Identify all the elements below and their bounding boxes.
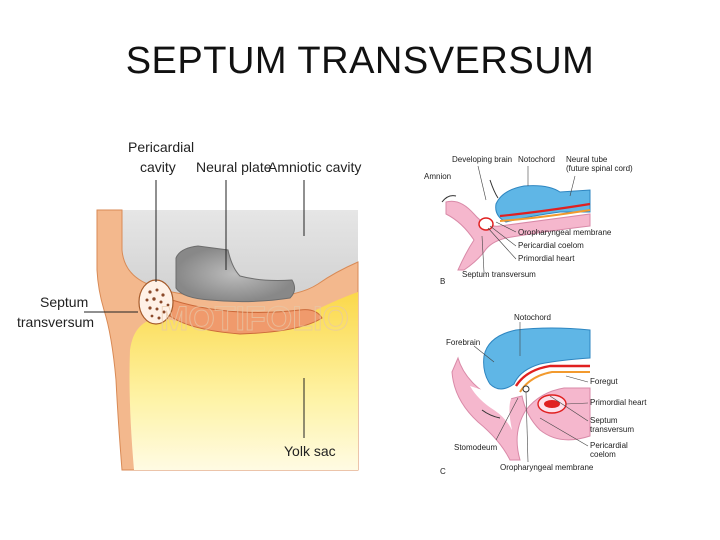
bottom-leader-lines xyxy=(473,322,589,463)
label-yolk-sac: Yolk sac xyxy=(284,443,336,459)
bottom-heart-core xyxy=(544,400,560,408)
top-red-line xyxy=(499,202,591,218)
yolk-sac-region xyxy=(129,292,358,470)
watermark-text: MOTIFOLIO xyxy=(160,300,349,338)
bottom-label-septum-2: transversum xyxy=(590,425,634,434)
bottom-arrow xyxy=(481,409,501,419)
top-arrows xyxy=(441,179,499,203)
label-septum-2: transversum xyxy=(17,314,94,330)
top-label-neural-tube-1: Neural tube xyxy=(566,155,608,164)
top-pink-tissue xyxy=(445,200,591,271)
left-leader-lines xyxy=(84,180,305,438)
top-label-amnion: Amnion xyxy=(424,172,451,181)
label-septum-1: Septum xyxy=(40,294,88,310)
top-orange-line xyxy=(499,209,591,222)
bottom-red-line xyxy=(514,364,590,387)
top-primordial-heart xyxy=(478,217,494,231)
top-leader-lines xyxy=(477,165,576,273)
top-label-developing-brain: Developing brain xyxy=(452,155,512,164)
bottom-orange-line xyxy=(519,371,590,393)
bottom-label-oropharyngeal: Oropharyngeal membrane xyxy=(500,463,594,472)
bottom-label-primordial-heart: Primordial heart xyxy=(590,398,647,407)
top-label-neural-tube-2: (future spinal cord) xyxy=(566,164,633,173)
bottom-label-pericardial-2: coelom xyxy=(590,450,616,459)
slide-title: SEPTUM TRANSVERSUM xyxy=(125,40,595,82)
bottom-panel-letter: C xyxy=(440,467,446,476)
bottom-label-stomodeum: Stomodeum xyxy=(454,443,497,452)
endoderm-layer xyxy=(169,299,323,335)
top-label-pericardial-coelom: Pericardial coelom xyxy=(518,241,584,250)
label-amniotic-cavity: Amniotic cavity xyxy=(268,159,361,175)
right-bottom-figure: Notochord Forebrain Foregut Primordial h… xyxy=(440,313,647,476)
bottom-blue-forebrain xyxy=(483,327,591,390)
bottom-oropharyngeal-point xyxy=(522,385,530,393)
top-label-primordial-heart: Primordial heart xyxy=(518,254,575,263)
label-neural-plate: Neural plate xyxy=(196,159,272,175)
bottom-label-septum-1: Septum xyxy=(590,416,618,425)
bottom-inner-space xyxy=(470,386,514,430)
bottom-label-notochord: Notochord xyxy=(514,313,551,322)
bottom-label-foregut: Foregut xyxy=(590,377,618,386)
label-pericardial-cavity-2: cavity xyxy=(140,159,176,175)
left-embryo-figure: MOTIFOLIO Pericardial cavity Neural plat… xyxy=(17,139,361,471)
top-panel-letter: B xyxy=(440,277,445,286)
bottom-label-forebrain: Forebrain xyxy=(446,338,480,347)
label-pericardial-cavity-1: Pericardial xyxy=(128,139,194,155)
pericardial-speckles xyxy=(145,288,170,320)
right-top-figure: Developing brain Notochord Neural tube (… xyxy=(424,155,633,286)
bottom-label-pericardial-1: Pericardial xyxy=(590,441,628,450)
neural-plate-blob xyxy=(175,245,296,303)
top-label-oropharyngeal: Oropharyngeal membrane xyxy=(518,228,612,237)
top-label-septum: Septum transversum xyxy=(462,270,536,279)
top-label-notochord: Notochord xyxy=(518,155,555,164)
